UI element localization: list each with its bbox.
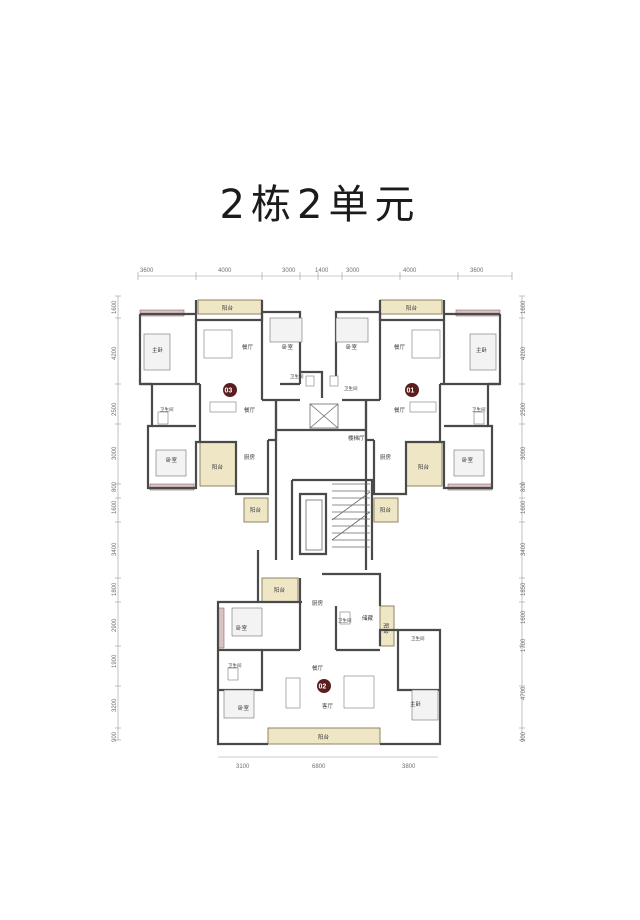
dim-bottom-3: 3800 <box>402 764 416 770</box>
unit-label-02: 02 <box>319 684 327 691</box>
label-living-02: 客厅 <box>322 702 334 710</box>
unit-marker-03: 03 <box>223 383 237 397</box>
dim-bottom-2: 6800 <box>312 764 326 770</box>
dim-left-6: 1600 <box>112 500 118 514</box>
label-balcony-lr: 阳台 <box>382 623 390 635</box>
unit-label-03: 03 <box>225 388 233 395</box>
label-bedroom-01: 卧室 <box>462 456 474 464</box>
label-dining-01: 餐厅 <box>394 406 406 414</box>
unit-marker-01: 01 <box>405 383 419 397</box>
label-dining-03-top: 餐厅 <box>242 343 254 351</box>
dim-left-8: 1800 <box>112 582 118 596</box>
label-balcony-bottom: 阳台 <box>318 733 330 741</box>
dim-top-4: 1400 <box>315 268 329 274</box>
balcony-lower-right <box>379 605 395 647</box>
dim-left-12: 900 <box>112 731 118 742</box>
dim-left-1: 1600 <box>112 300 118 314</box>
label-bathroom-03-b: 卫生间 <box>160 406 174 413</box>
dim-left-5: 800 <box>112 481 118 492</box>
label-master-bedroom-03: 主卧 <box>152 346 164 354</box>
label-bedroom-03-top: 卧室 <box>282 343 294 351</box>
dim-top-2: 4000 <box>218 268 232 274</box>
balcony-mid-right <box>405 441 443 487</box>
dimension-lines <box>115 272 525 758</box>
label-dining-01-top: 餐厅 <box>394 343 406 351</box>
label-bathroom-01-b: 卫生间 <box>472 406 486 413</box>
label-kitchen-02: 厨房 <box>312 599 324 607</box>
dim-left-group: 1600 4200 2500 3000 800 1600 3400 1800 2… <box>112 300 118 742</box>
dim-right-9: 1600 <box>521 610 527 624</box>
dim-top-5: 3000 <box>346 268 360 274</box>
label-dining-02: 餐厅 <box>312 664 324 672</box>
unit-label-01: 01 <box>407 388 415 395</box>
dim-right-4: 3000 <box>521 446 527 460</box>
dim-right-7: 3400 <box>521 542 527 556</box>
dim-left-3: 2500 <box>112 402 118 416</box>
dim-right-2: 4200 <box>521 346 527 360</box>
dim-right-3: 2500 <box>521 402 527 416</box>
label-bathroom-03-a: 卫生间 <box>290 373 304 380</box>
dim-right-1: 1600 <box>521 300 527 314</box>
label-balcony-tr: 阳台 <box>406 304 418 312</box>
dim-left-2: 4200 <box>112 346 118 360</box>
furniture <box>143 317 497 721</box>
dim-left-7: 3400 <box>112 542 118 556</box>
balcony-bottom <box>267 727 381 745</box>
balcony-small-right <box>373 497 399 523</box>
label-bedroom-02-top: 卧室 <box>236 624 248 632</box>
dim-left-4: 3000 <box>112 446 118 460</box>
dim-right-8: 1850 <box>521 582 527 596</box>
dim-right-6: 1600 <box>521 500 527 514</box>
dim-top-1: 3600 <box>140 268 154 274</box>
balcony-small-left <box>243 497 269 523</box>
dim-left-11: 3200 <box>112 698 118 712</box>
label-bathroom-01-a: 卫生间 <box>344 385 358 392</box>
label-bedroom-02: 卧室 <box>238 704 250 712</box>
label-balcony-sr: 阳台 <box>380 506 392 514</box>
dim-right-10: 1700 <box>521 638 527 652</box>
label-balcony-ll: 阳台 <box>274 586 286 594</box>
label-master-bedroom-02: 主卧 <box>410 700 422 708</box>
dim-top-3: 3000 <box>282 268 296 274</box>
dim-right-5: 800 <box>521 481 527 492</box>
dim-left-10: 1900 <box>112 654 118 668</box>
stair-core <box>305 403 371 551</box>
dim-top-7: 3600 <box>470 268 484 274</box>
label-balcony-mr: 阳台 <box>418 463 430 471</box>
label-bathroom-02-b: 卫生间 <box>411 635 425 642</box>
label-bedroom-03: 卧室 <box>166 456 178 464</box>
label-balcony-ml: 阳台 <box>212 463 224 471</box>
page-title: 2栋2单元 <box>219 182 421 228</box>
label-kitchen-03: 厨房 <box>244 453 256 461</box>
label-storage: 储藏 <box>362 614 374 622</box>
label-dining-03: 餐厅 <box>244 406 256 414</box>
label-balcony-sl: 阳台 <box>250 506 262 514</box>
label-master-bedroom-01: 主卧 <box>476 346 488 354</box>
label-kitchen-01: 厨房 <box>380 453 392 461</box>
unit-marker-02: 02 <box>317 679 331 693</box>
dim-bottom-1: 3100 <box>236 764 250 770</box>
dim-top-6: 4000 <box>403 268 417 274</box>
label-stair-hall: 楼梯厅 <box>348 434 365 442</box>
label-bathroom-02-c: 卫生间 <box>228 662 242 669</box>
dim-right-11: 4700 <box>521 686 527 700</box>
dim-left-9: 2900 <box>112 618 118 632</box>
dim-right-group: 1600 4200 2500 3000 800 1600 3400 1850 1… <box>521 300 527 742</box>
dim-right-12: 900 <box>521 731 527 742</box>
label-bedroom-01-top: 卧室 <box>346 343 358 351</box>
label-balcony-tl: 阳台 <box>222 304 234 312</box>
walls <box>138 300 502 746</box>
label-bathroom-02-a: 卫生间 <box>338 617 352 624</box>
balcony-mid-left <box>199 441 237 487</box>
